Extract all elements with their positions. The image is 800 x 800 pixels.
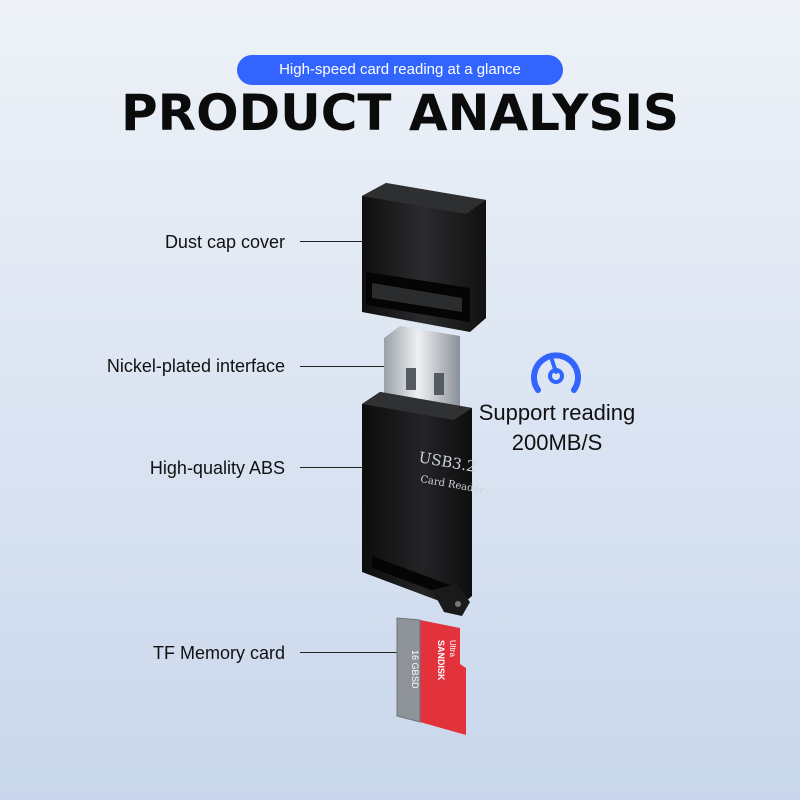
leader-line-tf-card (300, 652, 405, 653)
label-abs: High-quality ABS (149, 458, 285, 478)
card-series-text: Ultra (448, 640, 457, 657)
leader-line-abs (300, 467, 395, 468)
label-interface: Nickel-plated interface (106, 356, 285, 376)
feature-read-speed: Support reading 200MB/S (462, 398, 652, 458)
card-brand-text: SANDISK (436, 640, 446, 681)
usb-connector (384, 326, 460, 416)
leader-line-dust-cap (300, 241, 392, 242)
label-dust-cap: Dust cap cover (164, 232, 285, 252)
page-title: PRODUCT ANALYSIS (120, 84, 680, 142)
feature-line-2: 200MB/S (511, 430, 603, 455)
feature-line-1: Support reading (478, 400, 636, 425)
subtitle-banner: High-speed card reading at a glance (237, 55, 563, 85)
speedometer-icon (531, 352, 581, 393)
dust-cap (362, 183, 486, 332)
label-tf-card: TF Memory card (152, 643, 285, 663)
card-type-text: SD (410, 676, 420, 689)
tf-memory-card: 16 GB SD SANDISK Ultra (396, 617, 466, 735)
subtitle-text: High-speed card reading at a glance (279, 61, 521, 78)
card-capacity-text: 16 GB (410, 650, 420, 676)
leader-line-interface (300, 366, 410, 367)
reader-body: USB3.2 Card Reader (362, 392, 485, 616)
